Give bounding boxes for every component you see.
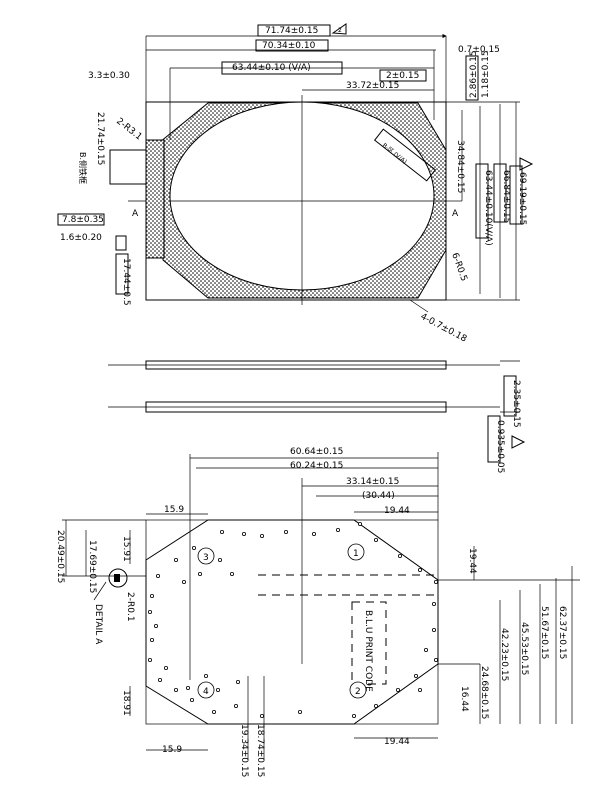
mark-1-circle (347, 543, 365, 561)
mark-2: 2 (355, 687, 361, 697)
dim-w4: (30.44) (362, 491, 395, 501)
svg-text:2: 2 (338, 27, 342, 34)
dim-v1: 21.74±0.15 (95, 112, 105, 165)
dim-right-3: 45.53±0.15 (519, 622, 529, 675)
dim-radius-left: 2-R3.1 (114, 116, 143, 142)
mark-3: 3 (203, 553, 209, 563)
mark-1: 1 (353, 549, 359, 559)
dim-offset: 2±0.15 (386, 71, 419, 81)
va-tag-box (373, 128, 437, 182)
section-a-right: A (452, 209, 459, 219)
dim-chamfer-right-bottom: 16.44 (459, 686, 469, 712)
mounting-holes (147, 522, 438, 719)
dim-tab-len: 17.44±0.5 (121, 258, 131, 306)
mark-4: 4 (203, 687, 209, 697)
dim-right-5: 62.37±0.15 (557, 606, 567, 659)
dim-bottom-2: 18.74±0.15 (255, 724, 265, 777)
blu-print-code: B.L.U PRINT CODE (363, 610, 373, 692)
rev-flag-3 (511, 435, 526, 449)
back-inner-frame (145, 519, 439, 725)
dim-tab-gap: 1.6±0.20 (60, 233, 102, 243)
detail-radius: 2-R0.1 (125, 592, 135, 622)
dim-va-width: 63.44±0.10 (V/A) (232, 63, 311, 73)
mark-2-circle (349, 681, 367, 699)
dim-right-4: 51.67±0.15 (539, 606, 549, 659)
dim-left-v2: 18.91 (121, 690, 131, 716)
dim-chamfer: 6-R0.5 (449, 252, 469, 283)
tab-connector (115, 235, 127, 251)
fpc-label: B.侧铁框 (78, 152, 88, 184)
dim-top-right-1: 1.18±0.15 (481, 50, 491, 98)
dim-right-1: 24.68±0.15 (479, 666, 489, 719)
detail-a-circle (108, 568, 128, 588)
dim-tol-right: 0.7±0.15 (458, 45, 500, 55)
dim-bottom-1: 19.34±0.15 (239, 724, 249, 777)
mark-3-circle (197, 547, 215, 565)
dim-corner: 4-0.7±0.18 (419, 312, 469, 345)
dim-w3: 33.14±0.15 (346, 477, 399, 487)
dim-width-2: 70.34±0.10 (262, 41, 316, 51)
blu-print-box (351, 601, 387, 685)
fpc-tab (109, 149, 147, 185)
dim-top-right-2: 2.86±0.15 (469, 50, 479, 98)
section-a-left: A (132, 209, 139, 219)
dim-chamfer-top: 19.44 (384, 506, 410, 516)
dim-left-h2: 17.69±0.15 (87, 540, 97, 593)
left-hatch-strip (145, 139, 165, 259)
dim-left-h1: 20.49±0.15 (55, 530, 65, 583)
dim-left-v1: 15.91 (121, 536, 131, 562)
back-view: B.L.U PRINT CODE 1 2 3 4 (55, 447, 580, 777)
dim-center: 33.72±0.15 (346, 81, 399, 91)
dim-chamfer-right-top: 19.44 (467, 548, 477, 574)
dim-left-bottom: 15.9 (162, 745, 182, 755)
dim-w1: 60.64±0.15 (290, 447, 343, 457)
dim-left: 3.3±0.30 (88, 71, 130, 81)
dim-overall-width: 71.74±0.15 (265, 26, 318, 36)
dim-tab-width: 7.8±0.35 (62, 215, 104, 225)
dim-left-top: 15.9 (164, 505, 184, 515)
detail-a-connector (114, 574, 120, 582)
top-view: 71.74±0.15 2 70.34±0.10 0.7±0.15 63.44±0… (57, 23, 534, 345)
dim-right-2: 42.23±0.15 (499, 628, 509, 681)
dim-h-center: 34.84±0.15 (455, 140, 465, 193)
rev-flag-2 (519, 157, 534, 171)
detail-a-label: DETAIL A (93, 604, 103, 645)
mark-4-circle (197, 681, 215, 699)
side-view: 2.35±0.15 0.935±0.05 (108, 360, 526, 473)
dim-w2: 60.24±0.15 (290, 461, 343, 471)
rev-flag-1 (331, 23, 347, 35)
dim-chamfer-bottom: 19.44 (384, 737, 410, 747)
